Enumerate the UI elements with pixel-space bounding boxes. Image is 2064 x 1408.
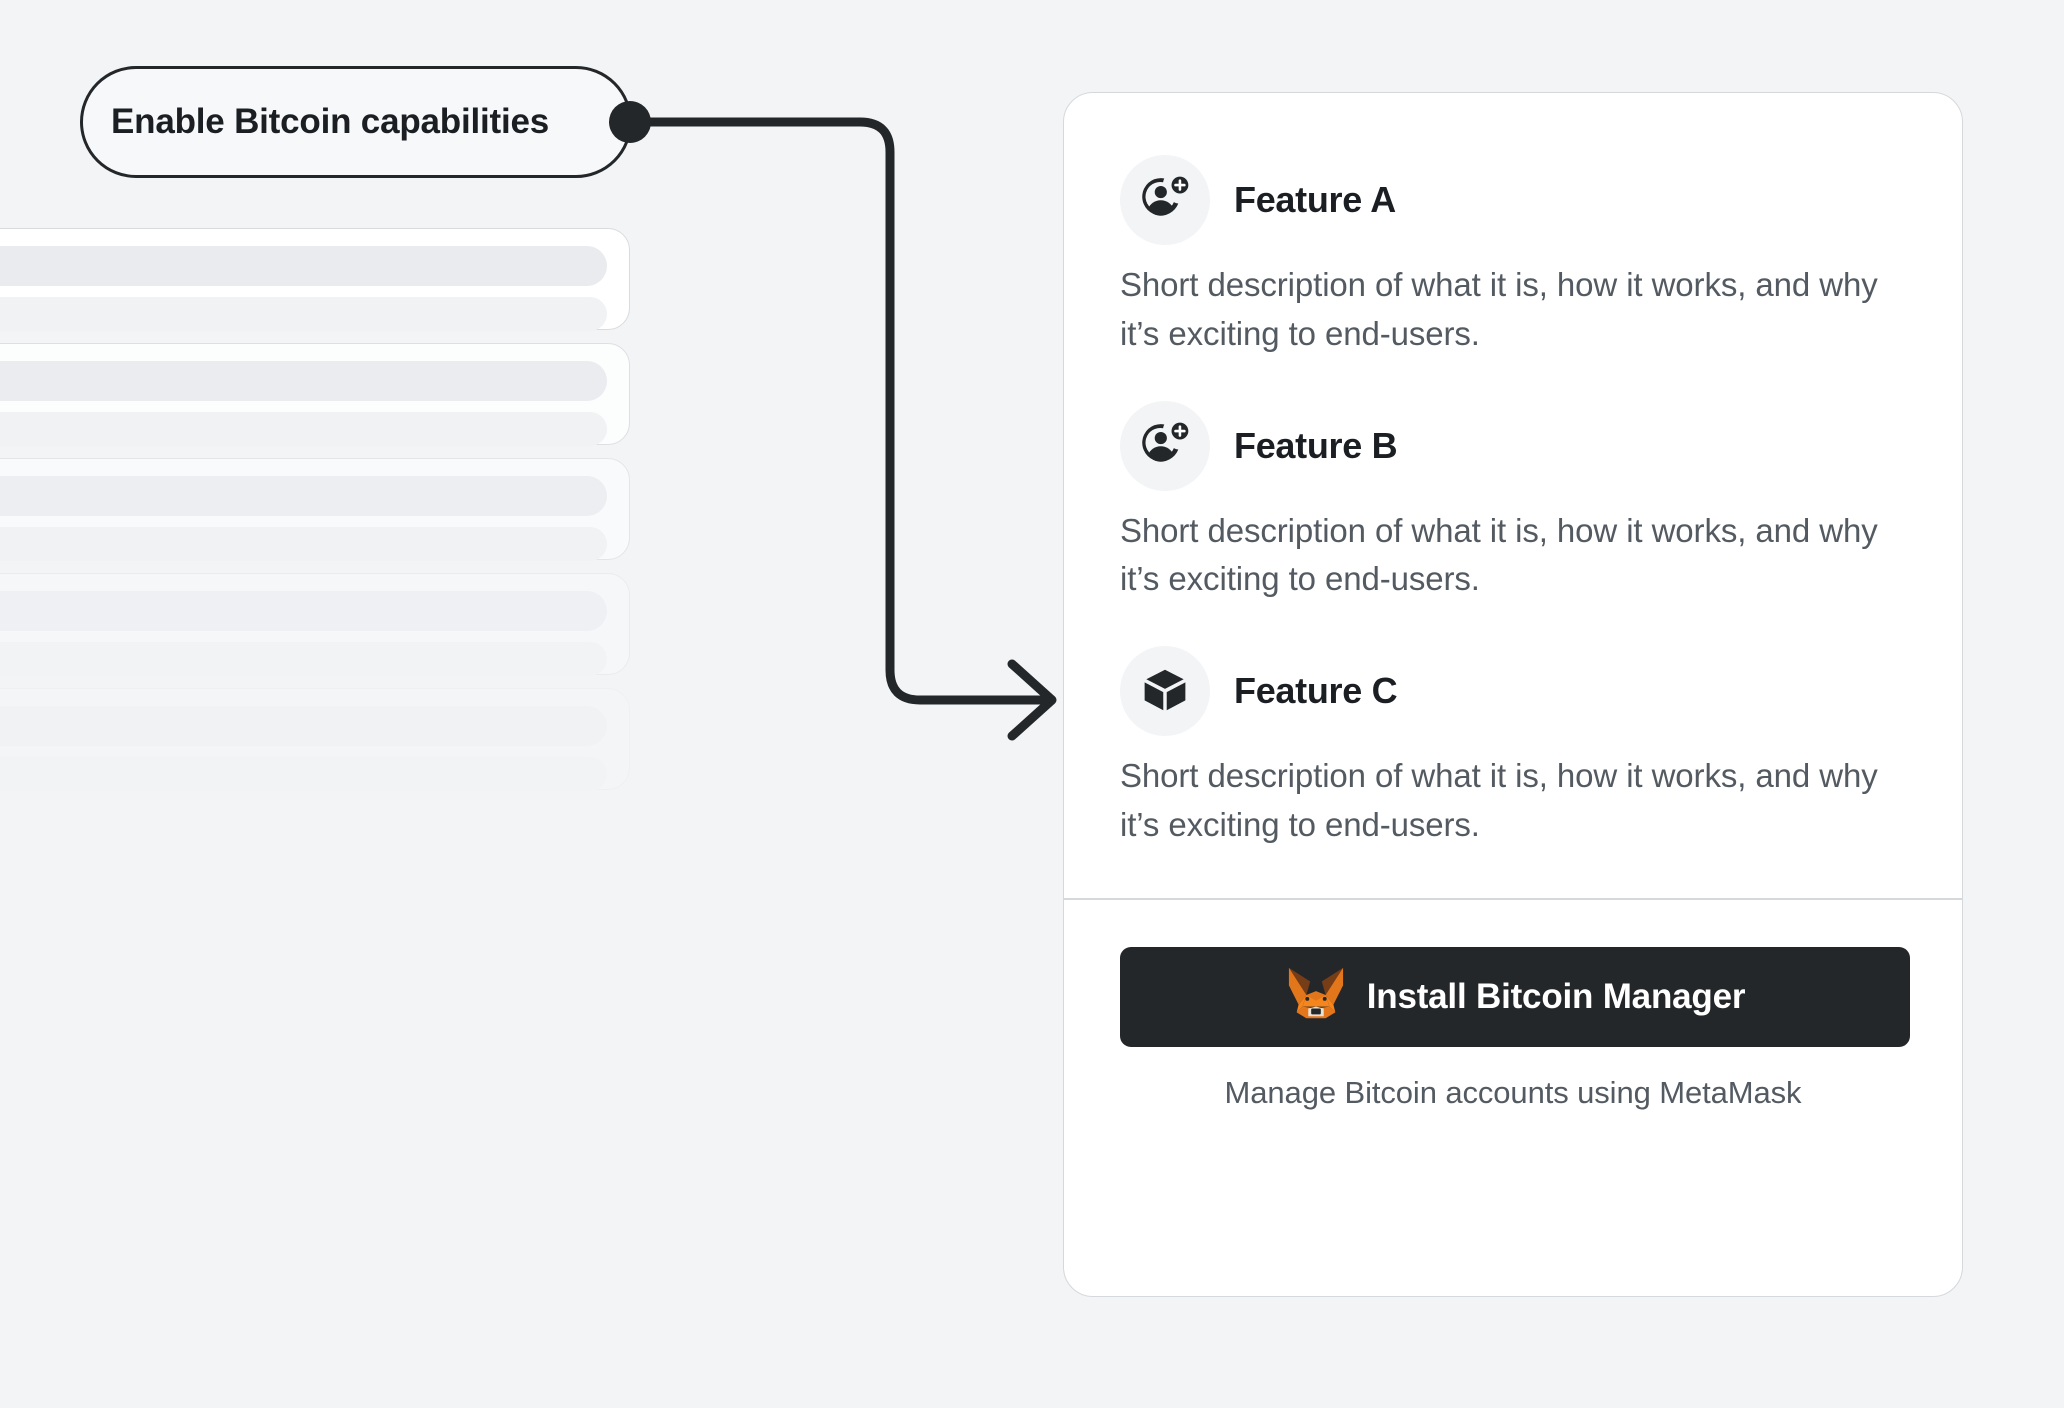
feature-heading-row: Feature A <box>1120 155 1906 245</box>
skeleton-bar-primary <box>0 361 607 401</box>
callout-label-text: Enable Bitcoin capabilities <box>111 102 550 141</box>
install-button-label: Install Bitcoin Manager <box>1366 976 1746 1016</box>
cube-icon <box>1120 646 1210 737</box>
skeleton-bar-primary <box>0 706 607 746</box>
metamask-fox-icon <box>1285 966 1347 1027</box>
arrowhead-icon <box>1007 659 1057 741</box>
callout-label-pill: Enable Bitcoin capabilities <box>80 66 632 178</box>
feature-description: Short description of what it is, how it … <box>1120 266 1878 352</box>
skeleton-bar-primary <box>0 591 607 631</box>
feature-item: Feature B Short description of what it i… <box>1120 400 1906 605</box>
skeleton-card <box>0 688 630 791</box>
footer-note: Manage Bitcoin accounts using MetaMask <box>1224 1074 1802 1110</box>
connector-path <box>625 117 1055 705</box>
feature-list: Feature A Short description of what it i… <box>1064 93 1962 850</box>
card-footer: Install Bitcoin Manager Manage Bitcoin a… <box>1064 900 1962 1111</box>
skeleton-bar-secondary <box>0 412 607 446</box>
feature-card: Feature A Short description of what it i… <box>1063 92 1963 1297</box>
install-bitcoin-manager-button[interactable]: Install Bitcoin Manager <box>1120 946 1910 1047</box>
feature-description: Short description of what it is, how it … <box>1120 511 1878 598</box>
skeleton-bar-primary <box>0 246 607 286</box>
skeleton-card <box>0 573 630 676</box>
feature-title: Feature B <box>1234 424 1398 466</box>
feature-title: Feature C <box>1234 670 1398 712</box>
feature-item: Feature A Short description of what it i… <box>1120 155 1906 359</box>
skeleton-card <box>0 458 630 561</box>
feature-item: Feature C Short description of what it i… <box>1120 646 1906 850</box>
feature-heading-row: Feature B <box>1120 400 1906 491</box>
skeleton-bar-primary <box>0 476 607 516</box>
skeleton-card <box>0 228 630 331</box>
skeleton-bar-secondary <box>0 297 607 331</box>
feature-title: Feature A <box>1234 179 1397 220</box>
skeleton-bar-secondary <box>0 757 607 791</box>
skeleton-card <box>0 343 630 446</box>
feature-heading-row: Feature C <box>1120 646 1906 737</box>
feature-description: Short description of what it is, how it … <box>1120 757 1878 844</box>
background-skeleton-list <box>0 228 630 803</box>
user-plus-icon <box>1120 400 1210 491</box>
skeleton-bar-secondary <box>0 642 607 676</box>
user-plus-icon <box>1120 155 1210 245</box>
skeleton-bar-secondary <box>0 527 607 561</box>
card-divider <box>1064 897 1962 900</box>
